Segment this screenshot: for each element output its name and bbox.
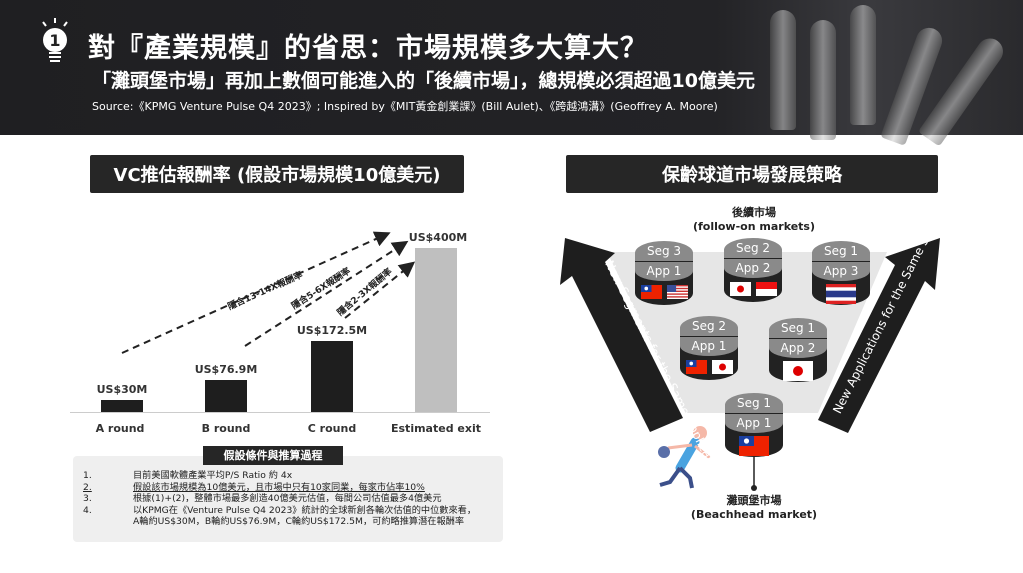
flag-taiwan-icon [739,436,769,456]
note-number: 4. [83,504,92,516]
segment-label: Seg 2 [680,316,738,336]
beachhead-label-zh: 灘頭堡市場 [726,494,782,507]
value-label: US$400M [408,231,468,244]
lightbulb-icon: 1 [42,18,68,62]
segment-label: Seg 1 [725,393,783,413]
value-label: US$172.5M [296,324,368,338]
x-tick-label: C round [307,422,357,435]
bar-0 [101,399,143,412]
x-tick-label: A round [95,422,145,435]
application-label: App 3 [812,261,870,281]
flag-indonesia-icon [755,281,777,296]
note-text: 假設該市場規模為10億美元，且市場中只有10家同業，每家市佔率10% [133,481,425,493]
value-label: US$30M [96,382,148,396]
segment-label: Seg 2 [724,238,782,258]
bowling-alley-section-title: 保齡球道市場發展策略 [566,155,938,193]
segment-label: Seg 1 [769,318,827,338]
assumptions-box: 1. 目前美國軟體產業平均P/S Ratio 約 4x 2. 假設該市場規模為10億美… [73,456,503,542]
flag-japan-icon [711,359,733,374]
note-number: 3. [83,493,92,504]
note-item: 4. 以KPMG在《Venture Pulse Q4 2023》統計的全球新創各輪… [83,505,476,517]
flag-japan-icon [729,281,751,296]
page-subtitle: 「灘頭堡市場」再加上數個可能進入的「後續市場」，總規模必須超過10億美元 [92,70,755,92]
note-item: 2. 假設該市場規模為10億美元，且市場中只有10家同業，每家市佔率10% [83,482,476,494]
note-text: A輪約US$30M，B輪約US$76.9M，C輪約US$172.5M，可約略推算… [133,516,465,527]
arrow-c-to-exit [344,261,416,319]
application-label: App 2 [769,338,827,358]
svg-text:1: 1 [49,31,60,50]
note-text: 根據(1)+(2)，整體市場最多創造40億美元估值，每間公司估值最多4億美元 [133,493,442,504]
note-text: 目前美國軟體產業平均P/S Ratio 約 4x [133,470,293,481]
note-number: 2. [83,481,92,493]
note-text: 以KPMG在《Venture Pulse Q4 2023》統計的全球新創各輪次估… [133,504,477,516]
note-item: A輪約US$30M，B輪約US$76.9M，C輪約US$172.5M，可約略推算… [83,516,476,528]
x-axis-line [70,412,490,413]
bar-1 [205,380,247,412]
flag-japan-icon [783,361,813,381]
bowling-pin-decoration [810,20,836,140]
note-item: 3. 根據(1)+(2)，整體市場最多創造40億美元估值，每間公司估值最多4億美元 [83,493,476,505]
segment-label: Seg 1 [812,241,870,261]
flag-thailand-icon [826,284,856,304]
bowling-pin-decoration [770,10,796,130]
follow-on-label-en: (follow-on markets) [692,220,816,233]
flag-taiwan-icon [685,359,707,374]
page-title: 對『產業規模』的省思：市場規模多大算大？ [88,33,648,64]
bar-3 [415,248,457,412]
note-number: 1. [83,470,92,481]
follow-on-label-zh: 後續市場 [732,206,776,219]
application-label: App 1 [725,413,783,433]
beachhead-label-en: (Beachhead market) [690,508,818,521]
source-text: Source:《KPMG Venture Pulse Q4 2023》; Ins… [92,100,718,113]
beachhead-label: 灘頭堡市場(Beachhead market) [654,492,854,521]
left-arrow [560,238,683,432]
assumptions-title: 假設條件與推算過程 [203,446,343,465]
note-item: 1. 目前美國軟體產業平均P/S Ratio 約 4x [83,470,476,482]
bowling-pin-decoration [850,5,876,125]
application-label: App 1 [680,336,738,356]
right-arrow [818,238,940,433]
follow-on-label: 後續市場(follow-on markets) [654,204,854,233]
header-banner: 1 對『產業規模』的省思：市場規模多大算大？ 「灘頭堡市場」再加上數個可能進入的… [0,0,1023,147]
return-arrows [121,231,416,354]
beachhead-pointer-dot [751,485,757,491]
application-label: App 1 [635,261,693,281]
application-label: App 2 [724,258,782,278]
value-label: US$76.9M [194,363,258,377]
flag-taiwan-icon [640,284,662,299]
bowler-icon [658,426,711,489]
x-tick-label: B round [201,422,251,435]
arrow-a-to-exit [121,231,391,354]
arrow-b-to-exit [244,240,409,347]
bar-2 [311,341,353,412]
x-tick-label: Estimated exit [391,422,481,435]
vc-return-section-title: VC推估報酬率 (假設市場規模10億美元) [90,155,464,193]
flag-usa-icon [666,284,688,299]
segment-label: Seg 3 [635,241,693,261]
